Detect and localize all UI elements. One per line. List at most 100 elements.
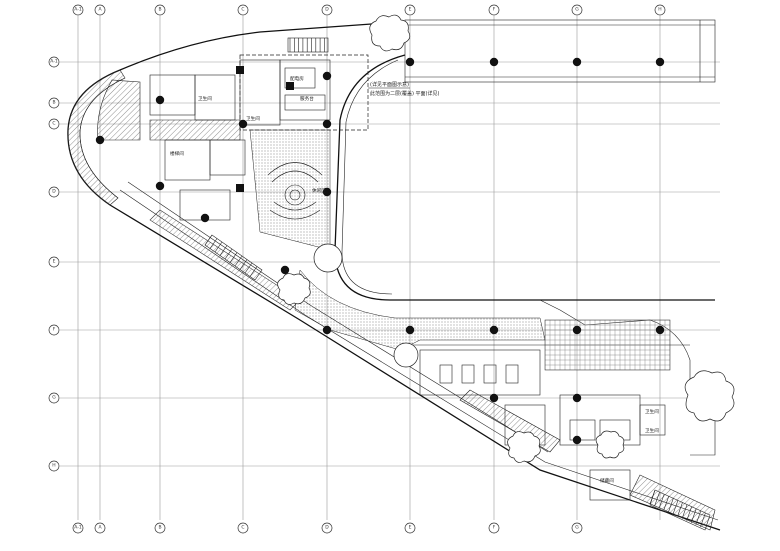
room-label: 储藏间 [600, 477, 614, 484]
grid-bubble-left: B [48, 97, 60, 109]
grid-label: F [53, 327, 56, 333]
stair-tread [677, 502, 683, 517]
grid-bubble-bottom: B [154, 522, 166, 534]
structural-column [489, 393, 499, 403]
trees [277, 14, 735, 463]
structural-column [236, 184, 244, 192]
structural-columns [95, 57, 665, 445]
grid-bubble-left: C [48, 118, 60, 130]
structural-column [489, 57, 499, 67]
grid-label: F [493, 525, 496, 531]
grid-bubble-bottom: A-1 [72, 522, 84, 534]
grid-label: H [52, 463, 55, 469]
grid-label: C [52, 121, 55, 127]
grid-bubble-top: F [488, 4, 500, 16]
grid-bubble-left: F [48, 324, 60, 336]
room-label: 卫生间 [246, 115, 260, 122]
grid-bubble-bottom: A [94, 522, 106, 534]
structural-column [155, 181, 165, 191]
floor-finishes [149, 119, 716, 531]
grid-label: E [409, 7, 412, 13]
structural-column [322, 325, 332, 335]
structural-column [286, 82, 294, 90]
grid-label: E [53, 259, 56, 265]
grid-bubble-left: H [48, 460, 60, 472]
structural-column [655, 325, 665, 335]
grid-label: E [409, 525, 412, 531]
structural-column [280, 265, 290, 275]
structural-column [655, 57, 665, 67]
stair-tread [681, 504, 688, 519]
stair-tread [695, 510, 702, 525]
structural-column [572, 435, 582, 445]
structural-column [489, 325, 499, 335]
grid-bubble-bottom: E [404, 522, 416, 534]
structural-column [322, 119, 332, 129]
structural-column [200, 213, 210, 223]
grid-label: A-1 [50, 59, 58, 65]
stair-tread [234, 255, 243, 267]
grid-label: G [575, 7, 579, 13]
stair-tread [204, 234, 213, 246]
grid-label: H [658, 7, 661, 13]
structural-column [155, 95, 165, 105]
grid-label: F [493, 7, 496, 13]
room-label: 配电房 [290, 75, 304, 82]
grid-label: C [241, 7, 244, 13]
stair-tread [649, 489, 656, 505]
grid-label: A [98, 7, 102, 13]
grid-label: B [52, 100, 55, 106]
structural-column [405, 325, 415, 335]
annotations: (详见平面图示意) 此范围为二层(覆盖) 平面(详见) 卫生间 卫生间 卫生间 … [170, 75, 659, 484]
grid-bubble-top: A [94, 4, 106, 16]
stair-treads [204, 38, 706, 528]
stair-tread [658, 494, 665, 509]
stair-tread [654, 491, 660, 507]
structural-column [322, 187, 332, 197]
grid-bubble-left: G [48, 392, 60, 404]
structural-column [95, 135, 105, 145]
partitions [149, 37, 711, 531]
stair-tread [239, 259, 248, 270]
grid-bubble-bottom: D [321, 522, 333, 534]
structural-column [322, 71, 332, 81]
stair-tread [668, 498, 674, 513]
structural-column [572, 325, 582, 335]
stair-tread [672, 500, 679, 515]
grid-bubble-top: D [321, 4, 333, 16]
grid-bubble-bottom: F [488, 522, 500, 534]
grid-bubble-left: E [48, 256, 60, 268]
grid-bubble-top: A-1 [72, 4, 84, 16]
grid-bubble-top: E [404, 4, 416, 16]
room-label: 服务台 [300, 95, 314, 102]
stair-tread [224, 248, 233, 260]
grid-label: B [158, 7, 161, 13]
grid-bubble-top: C [237, 4, 249, 16]
grid-label: B [158, 525, 161, 531]
grid-bubble-top: B [154, 4, 166, 16]
stair-tread [686, 506, 692, 521]
grid-label: D [325, 7, 329, 13]
stair-tread [214, 241, 223, 253]
grid-label: D [325, 525, 329, 531]
room-label: 卫生间 [198, 95, 212, 102]
stair-tread [690, 508, 697, 523]
grid-label: G [575, 525, 579, 531]
grid-bubble-bottom: G [571, 522, 583, 534]
structural-column [572, 57, 582, 67]
grid-label: G [52, 395, 56, 401]
stair-tread [249, 266, 258, 277]
structural-column [405, 57, 415, 67]
grid-label: A [98, 525, 102, 531]
grid-label: D [52, 189, 56, 195]
room-label: 卫生间 [645, 427, 659, 434]
note-line-2: 此范围为二层(覆盖) 平面(详见) [370, 90, 439, 97]
grid-bubble-left: D [48, 186, 60, 198]
stair-tread [229, 252, 238, 263]
structural-column [236, 66, 244, 74]
grid-bubble-bottom: C [237, 522, 249, 534]
stair-tread [219, 245, 228, 256]
note-line-1: (详见平面图示意) [370, 81, 409, 88]
